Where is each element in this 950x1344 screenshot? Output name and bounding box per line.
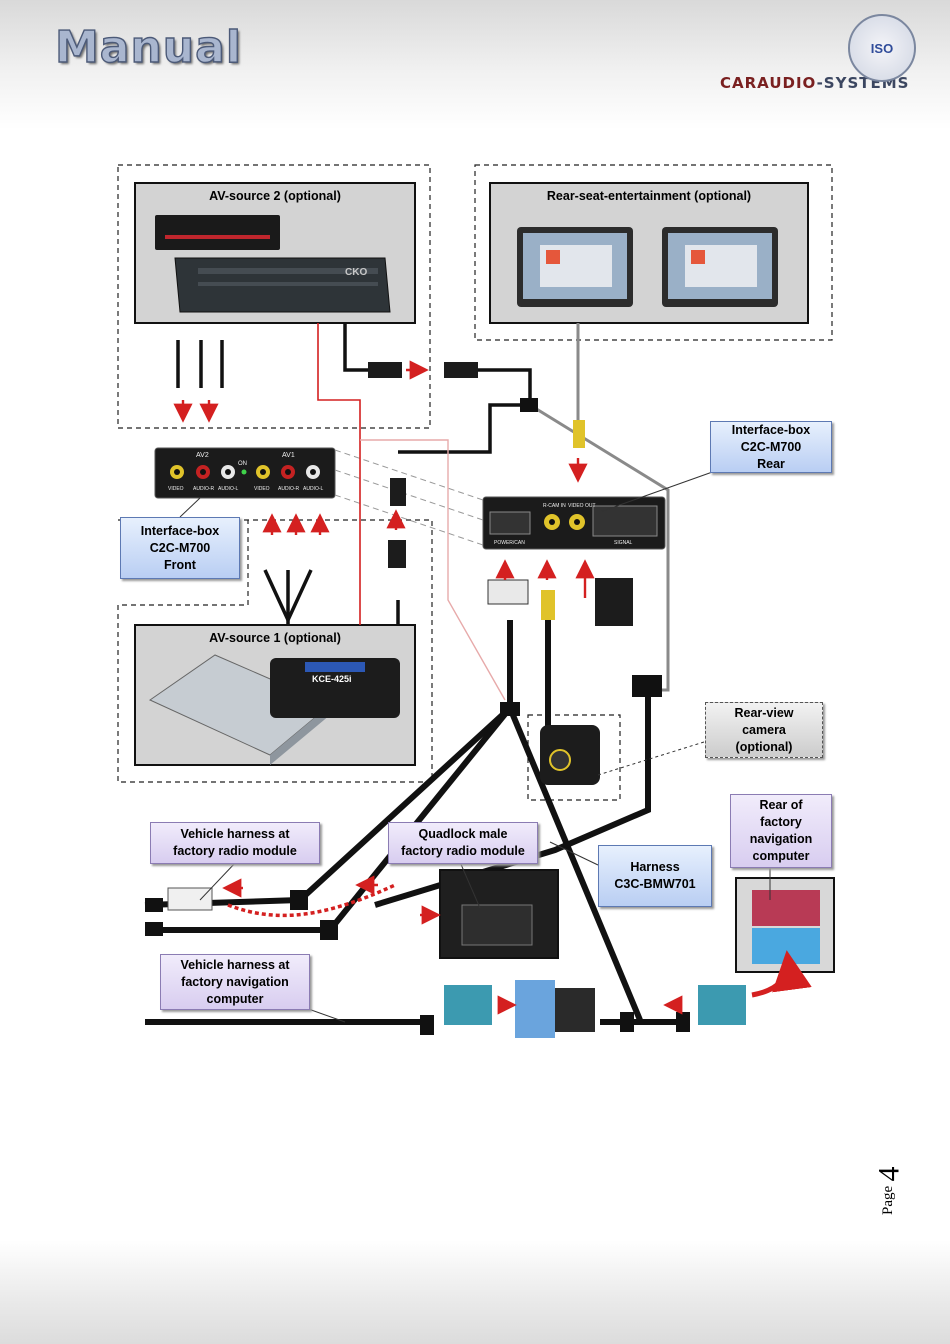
audio-r-label-av2: AUDIO-R: [193, 486, 215, 492]
interface-box-front-device: AV2 AV1 ON VIDEO AUDIO-R AUDIO-L VIDEO A…: [154, 447, 336, 499]
av1-label: AV1: [282, 452, 295, 459]
av-source-2-devices: CKO: [155, 215, 391, 313]
callout-pointers: [179, 469, 771, 1023]
page-footer: [0, 1240, 950, 1344]
r-cam-label: R-CAM IN: [543, 503, 566, 509]
callout-line: Quadlock male: [418, 827, 508, 841]
page-number: 4 Page: [873, 1165, 920, 1225]
audio-r-label-av1: AUDIO-R: [278, 486, 300, 492]
kce-label: KCE-425i: [312, 674, 352, 684]
on-label: ON: [238, 461, 247, 467]
iso-seal: ISO: [848, 14, 916, 82]
callout-line: Rear-view: [734, 705, 794, 720]
rear-nav-computer-label: Rear of factory navigation computer: [730, 794, 832, 868]
av2-label: AV2: [196, 452, 209, 459]
callout-line: factory radio module: [173, 844, 297, 858]
junction-1: [500, 702, 520, 716]
cables: [176, 323, 532, 625]
vehicle-harness-radio-label: Vehicle harness at factory radio module: [150, 822, 320, 864]
red-dotted-link: [227, 883, 396, 918]
rear-nav-arrow: [751, 950, 812, 998]
page-number-digit: 4: [872, 1166, 906, 1182]
callout-line: Harness: [630, 860, 680, 874]
callout-line: Rear: [757, 456, 785, 471]
manual-title: Manual: [54, 21, 242, 73]
page-header: [0, 0, 950, 130]
callout-line: computer: [752, 849, 810, 863]
callout-line: navigation: [749, 832, 813, 846]
page-word: Page: [880, 1185, 896, 1215]
quadlock-male-label: Quadlock male factory radio module: [388, 822, 538, 864]
rear-seat-screens: [517, 227, 778, 307]
callout-line: Interface-box: [140, 523, 220, 538]
audio-l-label-av2: AUDIO-L: [218, 486, 239, 492]
callout-line: C3C-BMW701: [614, 877, 696, 891]
av-source-2-title: AV-source 2 (optional): [209, 189, 341, 203]
junction-2: [520, 398, 538, 412]
pink-wire: [360, 439, 506, 701]
vehicle-harness-nav-label: Vehicle harness at factory navigation co…: [160, 954, 310, 1010]
dashed-boundaries: [117, 164, 833, 801]
signal-label: SIGNAL: [614, 540, 633, 546]
camera-body: [540, 725, 600, 785]
interface-box-rear-device: POWER/CAN R-CAM IN VIDEO OUT SIGNAL: [482, 496, 666, 550]
callout-line: factory navigation: [181, 974, 289, 989]
interface-box-front-label: Interface-box C2C-M700 Front: [120, 517, 240, 579]
callout-line: Front: [164, 557, 196, 572]
guide-lines: [334, 449, 484, 546]
cko-label: CKO: [345, 267, 367, 278]
red-wire: [317, 323, 361, 625]
connectors: [145, 362, 835, 1038]
callout-line: camera: [742, 722, 786, 737]
power-can-label: POWER/CAN: [494, 540, 525, 546]
callout-line: Rear of: [759, 798, 803, 812]
callout-line: factory: [760, 815, 802, 829]
video-out-label: VIDEO OUT: [568, 503, 596, 509]
iso-seal-text: ISO: [870, 40, 894, 56]
video-label-av1: VIDEO: [254, 486, 270, 492]
video-label-av2: VIDEO: [168, 486, 184, 492]
audio-l-label-av1: AUDIO-L: [303, 486, 324, 492]
callout-line: C2C-M700: [149, 540, 211, 555]
flow-arrows: [173, 360, 683, 1015]
callout-line: Vehicle harness at: [180, 827, 290, 841]
rear-view-camera-label: Rear-view camera (optional): [705, 702, 823, 758]
callout-line: computer: [206, 991, 264, 1006]
callout-line: C2C-M700: [740, 439, 802, 454]
interface-box-rear-label: Interface-box C2C-M700 Rear: [710, 421, 832, 473]
callout-line: Vehicle harness at: [180, 957, 290, 972]
callout-line: Interface-box: [731, 422, 811, 437]
callout-line: (optional): [735, 739, 793, 754]
av-source-1-devices: KCE-425i: [148, 654, 400, 765]
brand-part-1: CARAUDIO: [720, 74, 817, 92]
av-source-1-title: AV-source 1 (optional): [209, 631, 341, 645]
junction-3: [632, 675, 662, 697]
harness-label: Harness C3C-BMW701: [598, 845, 712, 907]
rear-seat-title: Rear-seat-entertainment (optional): [546, 189, 752, 203]
callout-line: factory radio module: [401, 844, 525, 858]
